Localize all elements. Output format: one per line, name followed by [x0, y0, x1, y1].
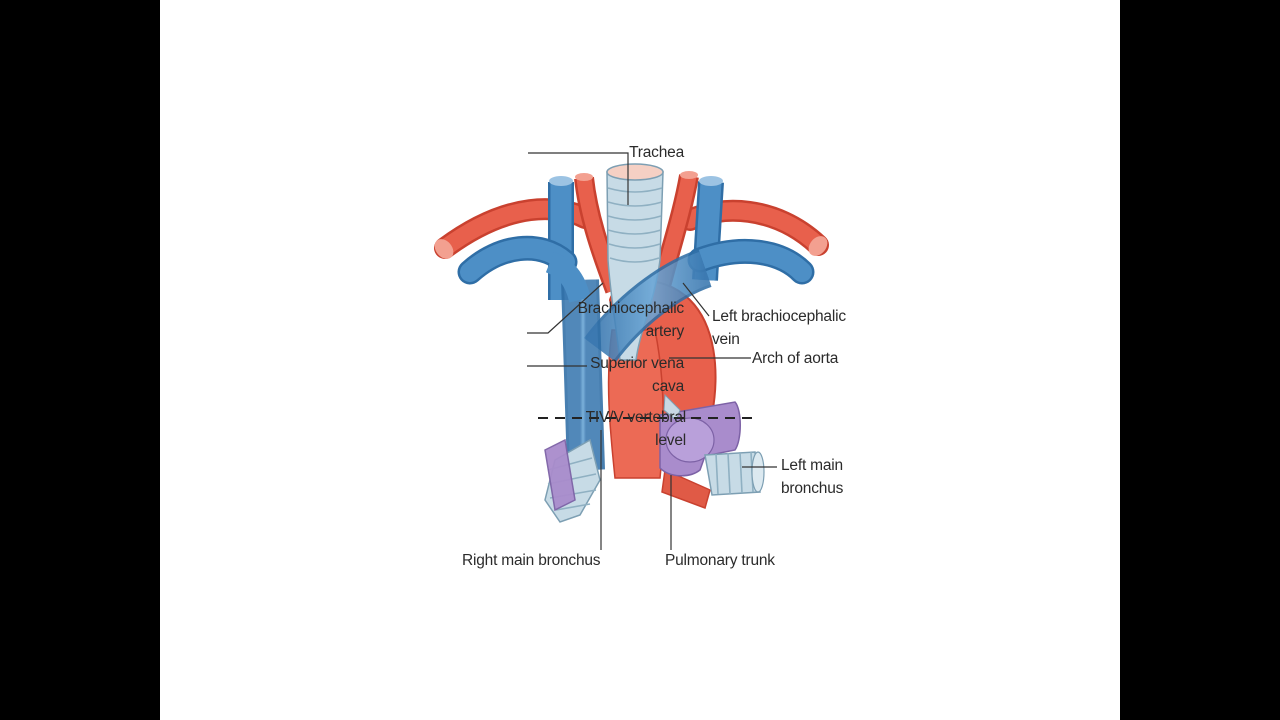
label-right-main-bronchus: Right main bronchus	[462, 552, 601, 569]
left-main-bronchus	[704, 451, 765, 496]
label-vertebral-level-line1: TIV/V vertebral	[585, 409, 687, 426]
label-left-main-bronchus-line2: bronchus	[781, 480, 844, 497]
label-left-brachiocephalic-vein-line2: vein	[712, 331, 740, 348]
pulmonary-trunk	[659, 393, 741, 477]
right-main-bronchus	[544, 438, 601, 523]
label-vertebral-level-line2: level	[655, 432, 686, 449]
descending-aorta	[661, 468, 711, 509]
label-left-main-bronchus-line1: Left main	[781, 457, 843, 474]
mediastinum-diagram	[434, 152, 829, 550]
slide: Trachea Brachiocephalic artery Superior …	[160, 0, 1120, 720]
right-subclavian-artery	[434, 198, 596, 259]
label-superior-vena-cava-line2: cava	[652, 378, 684, 395]
label-pulmonary-trunk: Pulmonary trunk	[665, 552, 775, 569]
label-superior-vena-cava-line1: Superior vena	[590, 355, 684, 372]
label-trachea: Trachea	[629, 144, 684, 161]
left-brachiocephalic-vein	[584, 249, 713, 363]
right-brachiocephalic-junction	[545, 251, 591, 303]
label-left-brachiocephalic-vein-line1: Left brachiocephalic	[712, 308, 846, 325]
label-arch-of-aorta: Arch of aorta	[752, 350, 839, 367]
label-brachiocephalic-artery-line1: Brachiocephalic	[577, 300, 685, 317]
ascending-aorta	[607, 329, 665, 479]
label-brachiocephalic-artery-line2: artery	[645, 323, 685, 340]
left-subclavian-vein	[687, 238, 815, 285]
leader-lines	[527, 152, 777, 550]
superior-vena-cava	[561, 279, 605, 471]
